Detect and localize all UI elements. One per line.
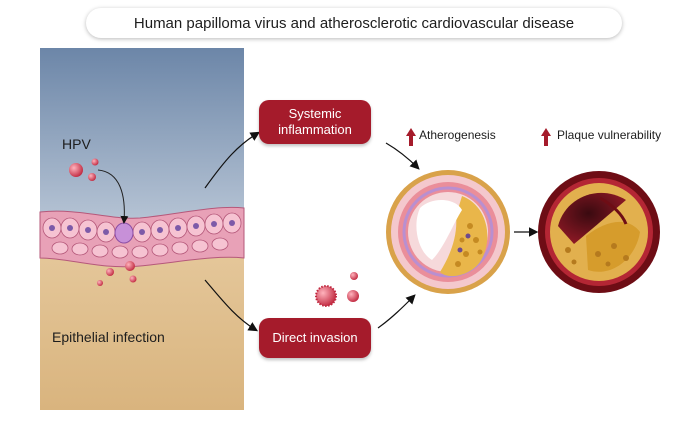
atherogenesis-label: Atherogenesis: [419, 128, 496, 142]
artery-cross-section-icon: [386, 170, 510, 294]
direct-invasion-box: Direct invasion: [259, 318, 371, 358]
ruptured-plaque-icon: [538, 171, 660, 293]
up-arrow-icon: [406, 128, 416, 146]
plaque-vulnerability-label: Plaque vulnerability: [557, 128, 662, 142]
epithelial-infection-label: Epithelial infection: [52, 329, 165, 345]
epithelium-panel: [39, 48, 245, 410]
hpv-label: HPV: [62, 136, 91, 152]
virus-icon: [97, 261, 137, 286]
systemic-inflammation-box: Systemic inflammation: [259, 100, 371, 144]
up-arrow-icon: [541, 128, 551, 146]
figure-title: Human papilloma virus and atheroscleroti…: [86, 8, 622, 38]
virus-icon: [315, 272, 359, 307]
virus-icon: [69, 158, 99, 181]
